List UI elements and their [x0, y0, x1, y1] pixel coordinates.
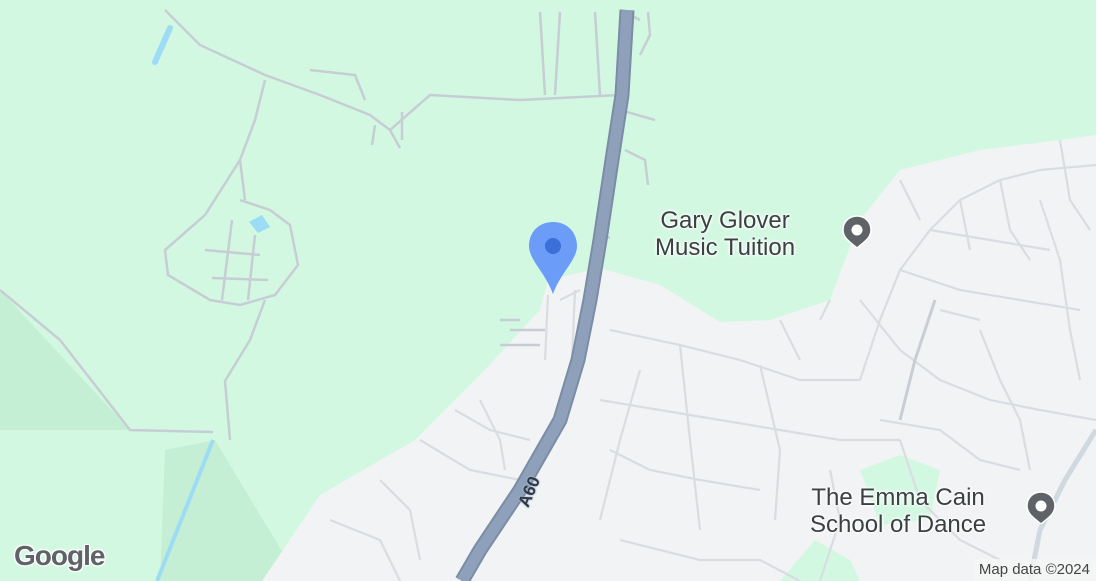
water-feature: [249, 215, 270, 233]
google-logo[interactable]: Google: [14, 540, 105, 571]
poi-name-line2: School of Dance: [810, 511, 987, 538]
poi-name-line2: Music Tuition: [655, 234, 796, 261]
water-feature: [152, 25, 173, 65]
urban-streets: [329, 139, 1096, 581]
park-area: [780, 540, 860, 581]
location-pin-icon[interactable]: [527, 220, 579, 296]
park-area: [860, 455, 940, 525]
map-attribution[interactable]: Map data ©2024: [972, 559, 1096, 581]
park-area: [0, 290, 130, 430]
water-feature: [155, 439, 215, 581]
poi-name-line1: Gary Glover: [660, 207, 790, 234]
highway-a60-fill: [457, 9, 633, 581]
poi-circle-icon[interactable]: [1024, 490, 1058, 524]
park-area: [160, 440, 300, 581]
secondary-road: [898, 299, 937, 421]
poi-circle-icon[interactable]: [840, 214, 874, 248]
poi-label-emma-cain[interactable]: The Emma Cain School of Dance: [810, 484, 986, 538]
poi-label-gary-glover[interactable]: Gary Glover Music Tuition: [655, 207, 795, 261]
poi-name-line1: The Emma Cain: [811, 484, 985, 511]
